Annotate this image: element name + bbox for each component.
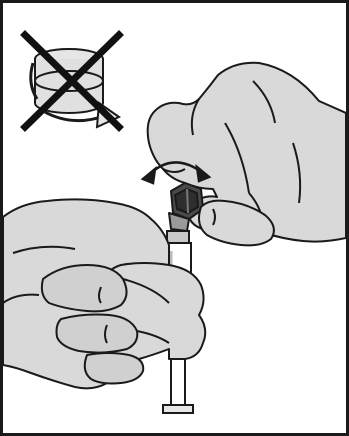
syringe-plunger-thumb [163,405,193,413]
instruction-illustration [3,3,346,433]
no-twisting-icon [25,35,119,127]
syringe-tip [167,231,189,243]
